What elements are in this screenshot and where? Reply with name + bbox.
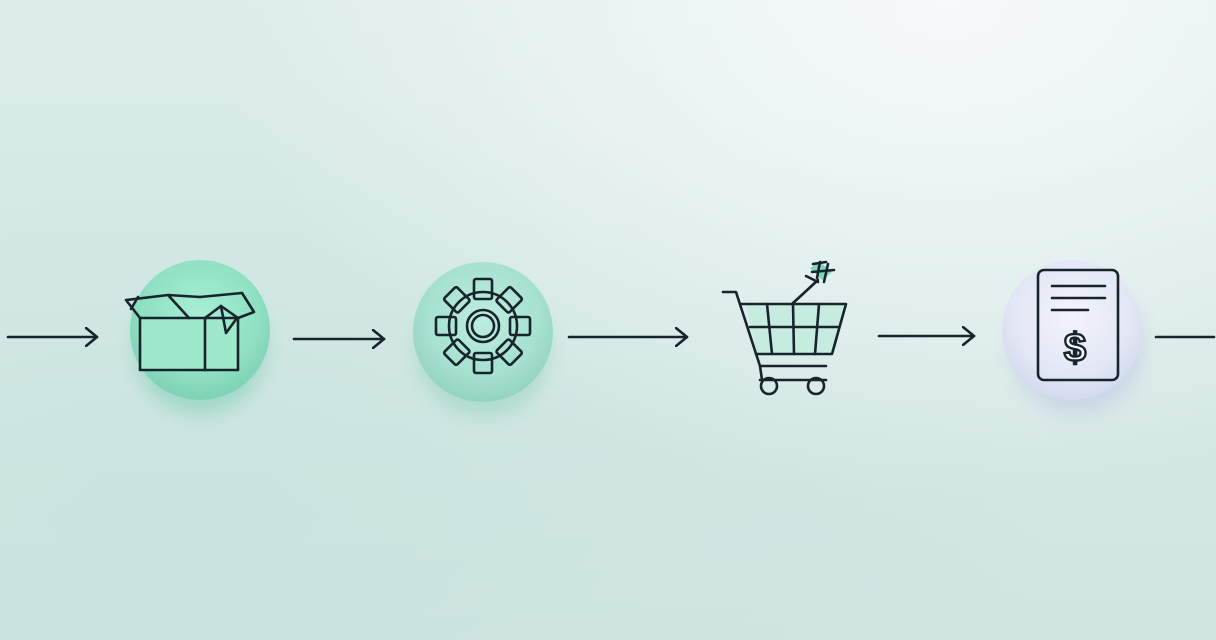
step-invoice: $ <box>1002 260 1143 414</box>
gear-tooth <box>472 351 494 375</box>
gear-tooth <box>495 338 524 367</box>
shopping-cart-icon <box>721 260 848 396</box>
gear-tooth <box>472 277 494 301</box>
step-gear-disc <box>413 262 553 402</box>
invoice-dollar-icon: $ <box>1036 268 1120 382</box>
gear-icon <box>434 277 532 375</box>
cart-tag-icon <box>804 260 836 284</box>
open-box-icon <box>124 291 256 372</box>
step-box <box>124 260 270 414</box>
invoice-dollar-sign: $ <box>1064 326 1086 370</box>
gear-tooth <box>442 338 471 367</box>
gear-tooth <box>442 285 471 314</box>
gear-tooth <box>508 315 532 337</box>
gear-tooth <box>434 315 458 337</box>
gear-tooth <box>495 285 524 314</box>
step-gear <box>413 262 553 416</box>
